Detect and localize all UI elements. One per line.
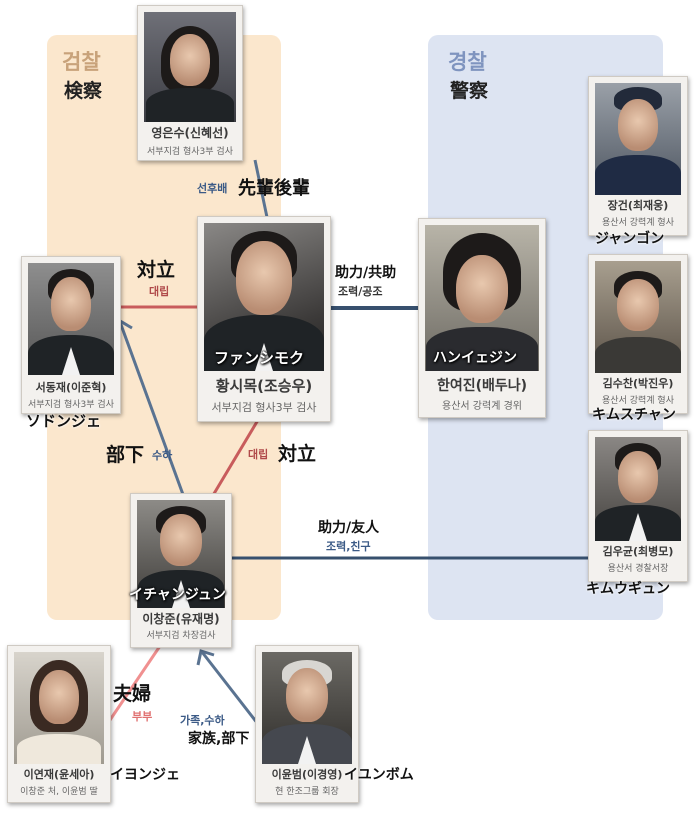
- character-role: 용산서 강력계 경위: [442, 401, 522, 412]
- card-jang-geon[interactable]: 장건(최재웅) 용산서 강력계 형사: [588, 76, 688, 236]
- rival-lee-line: [210, 419, 260, 498]
- family-label-ja: 家族,部下: [188, 731, 250, 747]
- character-role: 서부지검 차장검사: [146, 631, 216, 641]
- subordinate-label-ja: 部下: [106, 444, 145, 466]
- character-role: 용산서 강력계 형사: [602, 218, 674, 228]
- couple-label-ja: 夫婦: [113, 683, 152, 705]
- character-name: 이윤범(이경영): [271, 768, 343, 781]
- senior-label-ja: 先輩後輩: [238, 178, 310, 199]
- subordinate-line: [118, 321, 187, 501]
- portrait-photo: [595, 83, 681, 195]
- portrait-photo: [137, 500, 225, 608]
- portrait-photo: [595, 261, 681, 373]
- character-name: 서동재(이준혁): [35, 381, 107, 394]
- card-hwang-simok[interactable]: ファンシモク 황시목(조승우) 서부지검 형사3부 검사: [197, 216, 331, 422]
- character-role: 현 한조그룹 회장: [275, 787, 339, 797]
- portrait-photo: [595, 437, 681, 541]
- character-name: 한여진(배두나): [436, 378, 528, 394]
- senior-line: [253, 159, 270, 223]
- senior-label-ko: 선후배: [197, 182, 228, 195]
- character-name: 장건(최재웅): [607, 199, 669, 212]
- card-lee-changjun[interactable]: イチャンジュン 이창준(유재명) 서부지검 차장검사: [129, 493, 232, 648]
- family-label-ko: 가족,수하: [180, 714, 225, 727]
- character-role: 서부지검 형사3부 검사: [28, 400, 114, 410]
- family-arrow: [196, 649, 215, 666]
- character-role: 서부지검 형사3부 검사: [147, 147, 233, 157]
- couple-label-ko: 부부: [132, 710, 153, 723]
- lee-yj-ja-name: イヨンジェ: [110, 767, 180, 783]
- card-kim-ugyun[interactable]: 김우균(최병모) 용산서 경찰서장: [588, 430, 688, 582]
- subordinate-label-ko: 수하: [152, 449, 173, 462]
- police-zone-ja: 警察: [450, 80, 489, 102]
- rival-seo-label-ja: 対立: [137, 259, 176, 281]
- help-han-label-ko: 조력/공조: [338, 285, 383, 298]
- character-name: 황시목(조승우): [215, 377, 313, 395]
- character-role: 용산서 강력계 형사: [602, 396, 674, 406]
- lee-yb-ja-name: イユンボム: [344, 767, 414, 783]
- kimwg-ja-name: キムウギュン: [586, 581, 670, 597]
- couple-line: [108, 645, 162, 721]
- character-name: 영은수(신혜선): [151, 126, 229, 140]
- card-lee-yeonjae[interactable]: 이연재(윤세아) 이창준 처, 이윤범 딸: [7, 645, 111, 803]
- character-role: 이창준 처, 이윤범 딸: [20, 787, 98, 797]
- character-ja-name: ハンイェジン: [433, 350, 517, 366]
- character-name: 김수찬(박진우): [602, 377, 674, 390]
- help-kim-label-ko: 조력,친구: [326, 540, 371, 553]
- card-kim-suchan[interactable]: 김수찬(박진우) 용산서 강력계 형사: [588, 254, 688, 414]
- family-line: [200, 651, 260, 725]
- portrait-photo: [425, 225, 539, 371]
- portrait-photo: [204, 223, 324, 371]
- help-han-label-ja: 助力/共助: [335, 265, 397, 281]
- portrait-photo: [14, 652, 104, 764]
- character-role: 서부지검 형사3부 검사: [211, 401, 317, 414]
- character-role: 용산서 경찰서장: [607, 564, 669, 574]
- portrait-photo: [144, 12, 236, 122]
- character-ja-name: ファンシモク: [214, 349, 305, 367]
- help-kim-label-ja: 助力/友人: [318, 520, 380, 536]
- prosecution-zone-ko: 검찰: [62, 50, 101, 74]
- rival-lee-label-ko: 대립: [248, 448, 269, 461]
- portrait-photo: [28, 263, 114, 375]
- character-name: 이연재(윤세아): [23, 768, 95, 781]
- card-young-eunsoo[interactable]: 영은수(신혜선) 서부지검 형사3부 검사: [137, 5, 243, 161]
- card-han-yeojin[interactable]: ハンイェジン 한여진(배두나) 용산서 강력계 경위: [418, 218, 546, 418]
- rival-seo-label-ko: 대립: [149, 285, 170, 298]
- character-ja-name: イチャンジュン: [129, 587, 226, 603]
- character-name: 이창준(유재명): [142, 612, 220, 626]
- prosecution-zone-ja: 検察: [64, 80, 103, 102]
- police-zone-ko: 경찰: [448, 50, 487, 74]
- card-seo-dongjae[interactable]: 서동재(이준혁) 서부지검 형사3부 검사: [21, 256, 121, 414]
- rival-lee-label-ja: 対立: [278, 443, 317, 465]
- jang-ja-name: ジャンゴン: [595, 231, 665, 247]
- portrait-photo: [262, 652, 352, 764]
- character-name: 김우균(최병모): [602, 545, 674, 558]
- kimsc-ja-name: キムスチャン: [592, 407, 676, 423]
- seo-ja-name: ソドンジェ: [26, 412, 102, 430]
- card-lee-yunbeom[interactable]: 이윤범(이경영) 현 한조그룹 회장: [255, 645, 359, 803]
